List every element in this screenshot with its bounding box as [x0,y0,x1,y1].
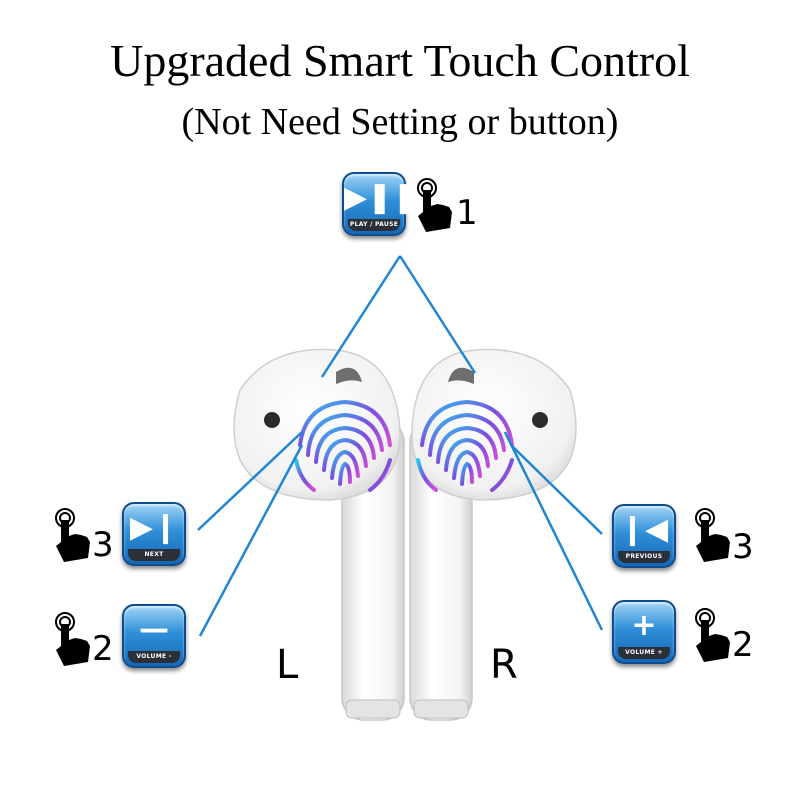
page-subtitle: (Not Need Setting or button) [181,101,619,143]
tap-hand-icon [417,178,452,232]
previous-caption: PREVIOUS [618,551,670,563]
connector-lines [197,255,604,637]
tap-count-previous: 3 [732,527,754,567]
next-track-icon: ▶❙ [129,510,179,545]
previous-button: ❙◀ PREVIOUS [612,504,676,568]
tap-count-volume-up: 2 [732,625,754,665]
next-caption: NEXT [128,549,180,561]
play-pause-caption: PLAY / PAUSE [348,219,400,231]
minus-icon: — [139,612,169,647]
tap-hand-icon [695,508,730,562]
play-pause-icon: ▶❚❚ [344,180,418,215]
plus-icon: + [631,608,657,643]
volume-down-button: — VOLUME - [122,604,186,668]
tap-hand-icon [55,612,90,666]
volume-down-caption: VOLUME - [128,651,180,663]
tap-count-volume-down: 2 [92,629,114,669]
tap-hand-icon [55,508,90,562]
next-button: ▶❙ NEXT [122,502,186,566]
right-earbud [409,348,577,721]
left-earbud [233,348,405,721]
previous-track-icon: ❙◀ [619,512,669,547]
right-earbud-label: R [490,642,518,688]
tap-hand-icon [695,608,730,662]
volume-up-button: + VOLUME + [612,600,676,664]
fingerprint-left-icon [294,399,392,492]
page-title: Upgraded Smart Touch Control [110,35,690,86]
left-earbud-label: L [276,642,299,688]
volume-up-caption: VOLUME + [618,647,670,659]
tap-count-next: 3 [92,525,114,565]
tap-count-play-pause: 1 [456,193,478,233]
fingerprint-right-icon [416,399,514,492]
play-pause-button: ▶❚❚ PLAY / PAUSE [342,172,418,236]
